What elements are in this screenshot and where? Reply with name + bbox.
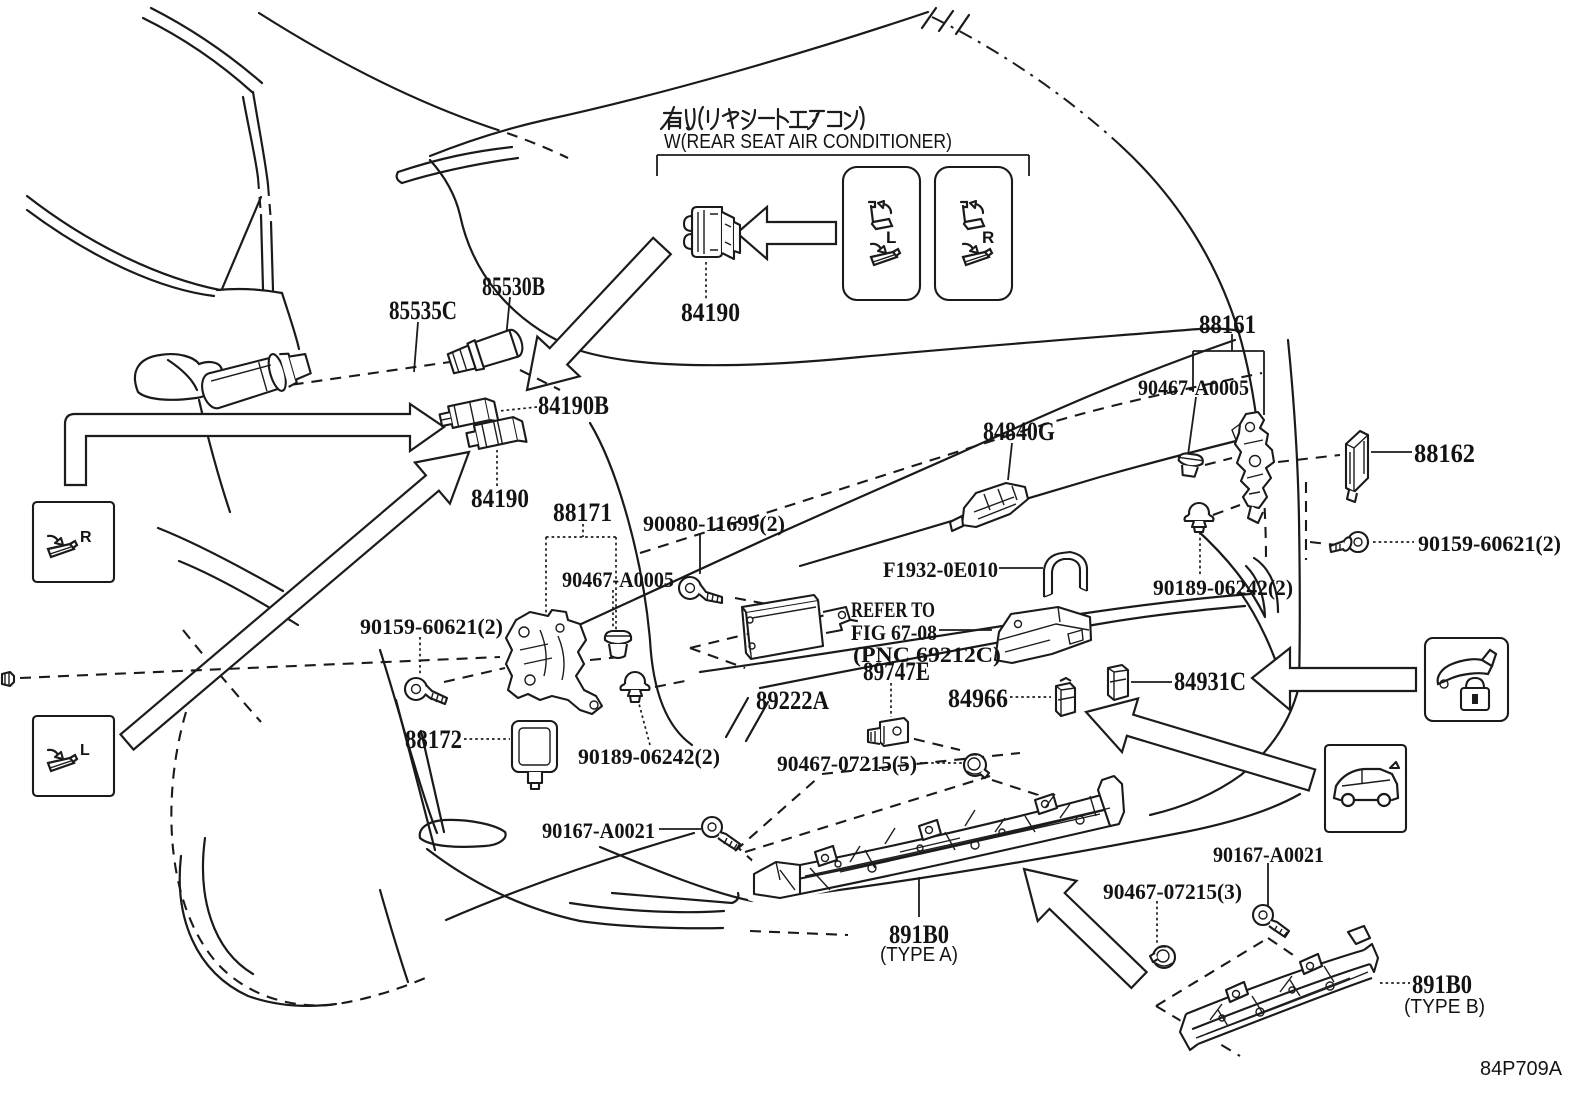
svg-text:89747E: 89747E [863,657,930,686]
svg-text:891B0: 891B0 [1412,970,1472,999]
svg-text:84P709A: 84P709A [1480,1058,1563,1080]
svg-text:(TYPE B): (TYPE B) [1404,996,1485,1018]
svg-text:(TYPE A): (TYPE A) [880,944,958,966]
svg-text:90159-60621(2): 90159-60621(2) [1418,531,1561,556]
svg-text:(PNC 69212C): (PNC 69212C) [853,642,1001,667]
svg-text:88171: 88171 [553,498,612,527]
svg-text:84966: 84966 [948,684,1008,713]
svg-text:90467-07215(5): 90467-07215(5) [777,751,917,776]
svg-text:84190: 84190 [471,484,529,513]
svg-text:88162: 88162 [1414,439,1475,468]
svg-text:88172: 88172 [405,725,462,754]
svg-text:85535C: 85535C [389,296,457,325]
svg-text:85530B: 85530B [482,272,545,301]
svg-text:R: R [982,228,994,247]
svg-text:FIG 67-08: FIG 67-08 [851,620,937,645]
svg-text:90467-A0005: 90467-A0005 [1138,375,1249,400]
svg-text:L: L [80,742,90,759]
svg-text:84840G: 84840G [983,417,1055,446]
svg-text:W(REAR SEAT AIR CONDITIONER): W(REAR SEAT AIR CONDITIONER) [664,131,952,153]
svg-text:90167-A0021: 90167-A0021 [1213,842,1324,867]
svg-text:89222A: 89222A [756,686,829,715]
svg-text:REFER TO: REFER TO [851,597,935,622]
svg-text:90189-06242(2): 90189-06242(2) [1153,575,1293,600]
svg-text:R: R [80,529,92,546]
svg-text:90159-60621(2): 90159-60621(2) [360,614,503,639]
svg-text:90467-07215(3): 90467-07215(3) [1103,879,1242,904]
svg-text:90189-06242(2): 90189-06242(2) [578,744,720,769]
svg-text:84190B: 84190B [538,391,609,420]
svg-text:84931C: 84931C [1174,667,1246,696]
svg-text:90080-11699(2): 90080-11699(2) [643,511,785,536]
svg-text:84190: 84190 [681,298,740,327]
svg-text:90467-A0005: 90467-A0005 [562,567,674,592]
svg-text:L: L [886,228,896,247]
svg-text:88161: 88161 [1199,310,1256,339]
svg-text:891B0: 891B0 [889,920,949,949]
svg-text:90167-A0021: 90167-A0021 [542,818,655,843]
svg-text:F1932-0E010: F1932-0E010 [883,557,998,582]
